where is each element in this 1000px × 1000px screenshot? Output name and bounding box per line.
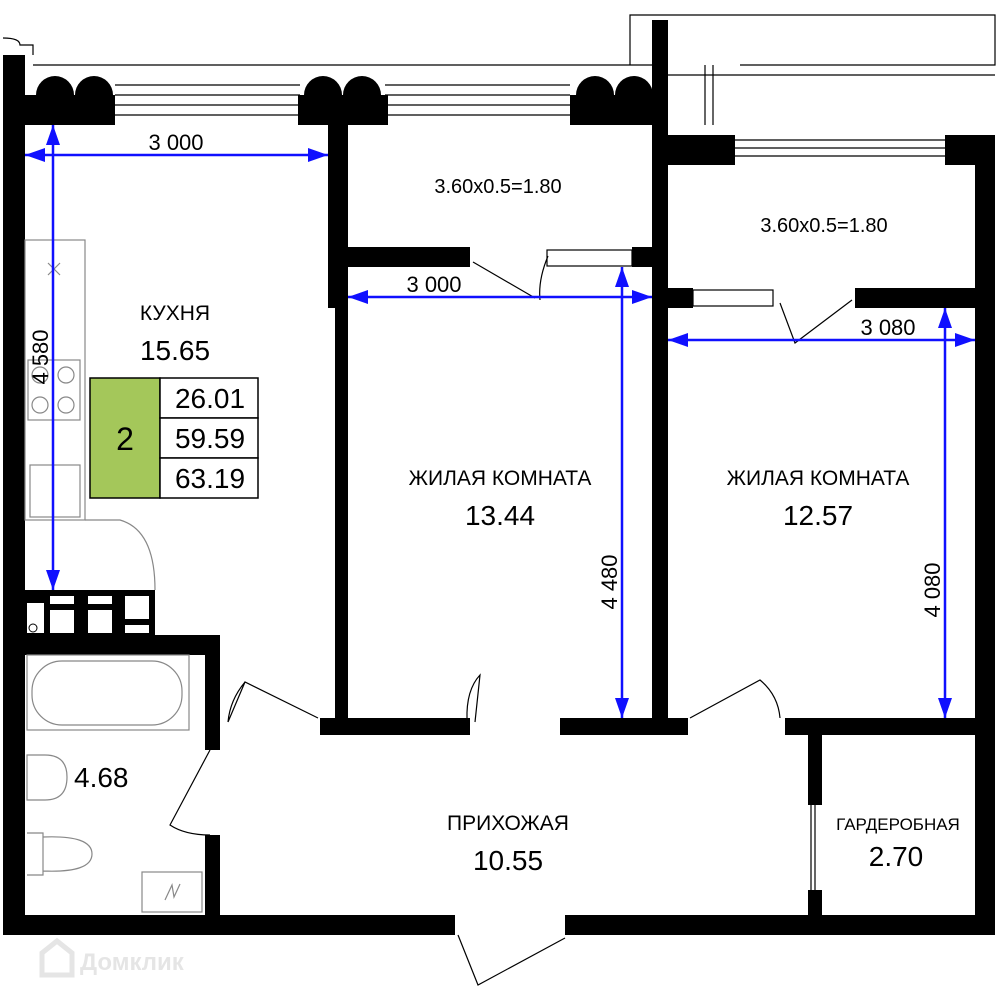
house-icon: [39, 937, 75, 978]
room1-length-label: 4 480: [597, 554, 622, 609]
total-area: 59.59: [175, 423, 245, 454]
room2-length-label: 4 080: [920, 562, 945, 617]
wardrobe-area: 2.70: [869, 841, 924, 872]
kitchen-counter: [24, 239, 86, 521]
dimension-lines: [25, 125, 975, 718]
washbasin-icon: [26, 754, 68, 801]
summary-badge: 2 26.01 59.59 63.19: [89, 377, 259, 499]
room1-name: ЖИЛАЯ КОМНАТА: [409, 467, 592, 490]
svg-text:Домклик: Домклик: [80, 949, 185, 976]
hall-area: 10.55: [473, 845, 543, 876]
balcony1-area: 3.60x0.5=1.80: [434, 176, 561, 198]
kitchen-area: 15.65: [140, 335, 210, 366]
terrace-outline: [2, 14, 996, 76]
living-area: 26.01: [175, 383, 245, 414]
total-with-balcony: 63.19: [175, 463, 245, 494]
shafts: [27, 596, 149, 633]
sink-icon: [29, 464, 81, 518]
room1-area: 13.44: [465, 500, 535, 531]
room2-width-label: 3 080: [860, 315, 915, 340]
boiler-icon: [141, 871, 203, 913]
windows: [115, 65, 945, 307]
bathtub-icon: [26, 654, 190, 731]
room2-name: ЖИЛАЯ КОМНАТА: [727, 467, 910, 490]
room2-area: 12.57: [783, 500, 853, 531]
domclick-watermark: Домклик: [39, 937, 185, 978]
kitchen-width-label: 3 000: [148, 130, 203, 155]
kitchen-length-label: 4 580: [28, 329, 53, 384]
walls: [3, 20, 995, 935]
rooms-count: 2: [116, 421, 134, 457]
bathroom-area: 4.68: [74, 762, 129, 793]
wardrobe-name: ГАРДЕРОБНАЯ: [836, 815, 960, 834]
room1-width-label: 3 000: [406, 272, 461, 297]
toilet-icon: [27, 832, 93, 876]
hall-name: ПРИХОЖАЯ: [447, 812, 569, 835]
fixtures: [24, 239, 203, 913]
kitchen-name: КУХНЯ: [140, 302, 210, 325]
balcony2-area: 3.60x0.5=1.80: [760, 215, 887, 237]
doors: [169, 255, 853, 986]
